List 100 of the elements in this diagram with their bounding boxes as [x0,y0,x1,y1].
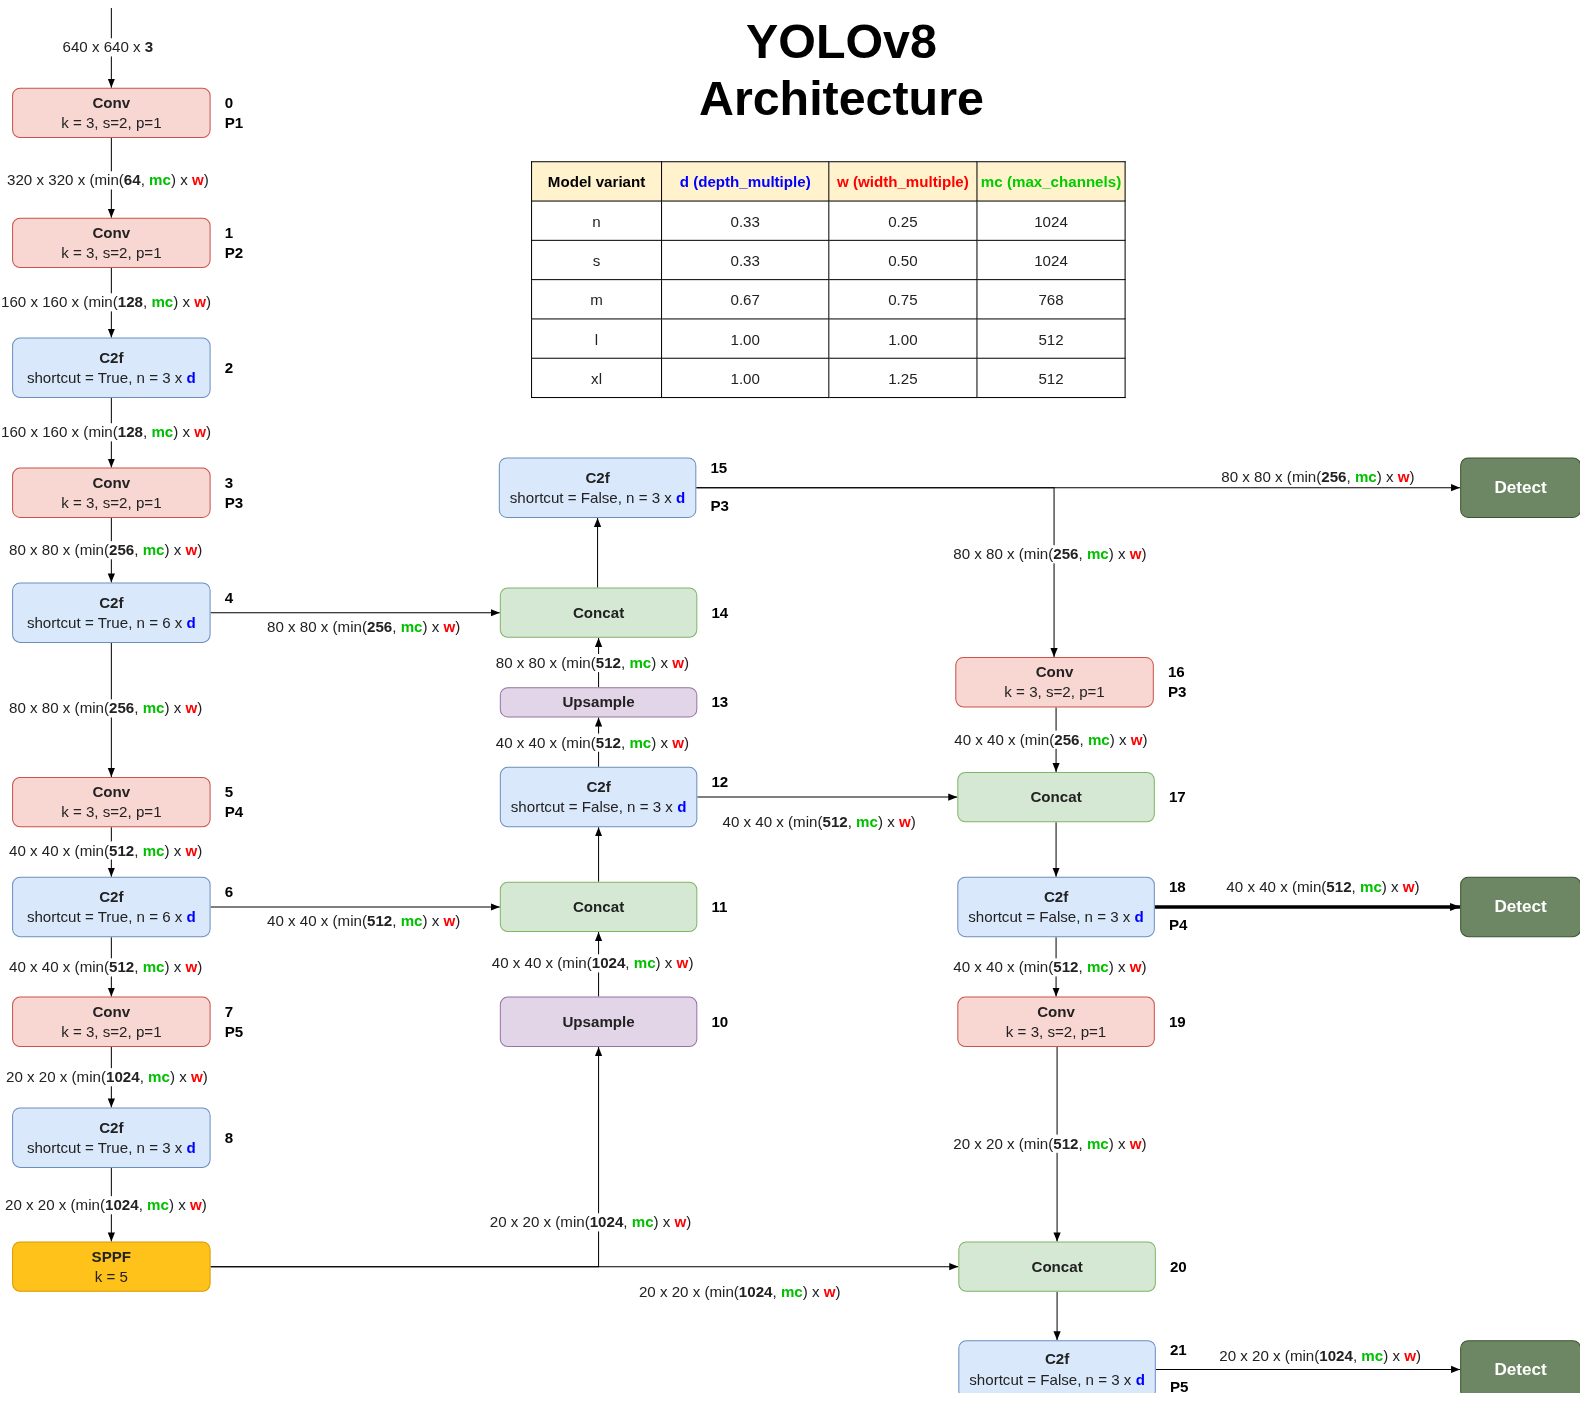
tensor-shape-label: 80 x 80 x (min(256, mc) x w) [953,545,1147,564]
conv-layer-box [12,87,211,139]
tensor-shape-label: 40 x 40 x (min(1024, mc) x w) [491,954,694,973]
tensor-shape-label: 20 x 20 x (min(1024, mc) x w) [6,1068,208,1087]
layer-params: shortcut = True, n = 3 x d [26,1137,196,1158]
conv-layer-box [12,776,211,828]
layer-name: Conv [92,1001,131,1022]
conv-layer-box [12,217,211,269]
layer-index-label: P1 [224,113,244,131]
table-header-cell: w (width_multiple) [828,161,977,202]
layer-params: k = 3, s=2, p=1 [61,802,162,823]
layer-name: C2f [586,776,611,798]
c2f-block-box [499,766,698,828]
arrow [210,1263,959,1271]
layer-name: Upsample [562,692,635,713]
layer-name: C2f [99,347,124,368]
layer-index-label: P3 [1167,683,1187,701]
layer-name: Conv [92,92,131,113]
layer-name: Concat [1031,1256,1083,1277]
layer-index-label: P3 [710,496,729,514]
layer-name: Detect [1494,1359,1547,1380]
layer-name: Conv [1037,1001,1075,1022]
layer-params: shortcut = True, n = 3 x d [26,367,196,388]
layer-params: shortcut = False, n = 3 x d [509,487,686,508]
layer-name: Concat [1030,787,1082,808]
concat-box [499,881,698,933]
layer-name: C2f [1044,1349,1070,1370]
conv-layer-box [957,996,1155,1047]
detect-head-box [1460,457,1580,518]
diagram-title: YOLOv8 Architecture [697,14,985,127]
layer-name: C2f [99,886,124,907]
concat-box [958,1241,1156,1292]
layer-index-label: P4 [224,803,244,821]
layer-index-label: 15 [710,458,728,476]
layer-params: k = 3, s=2, p=1 [1004,682,1105,703]
layer-name: SPPF [91,1246,132,1267]
arrow [210,609,501,617]
layer-index-label: 6 [224,882,234,900]
layer-name: Conv [1035,662,1074,683]
layer-params: shortcut = True, n = 6 x d [26,612,196,633]
table-header-cell: d (depth_multiple) [661,161,829,202]
tensor-shape-label: 160 x 160 x (min(128, mc) x w) [1,423,212,442]
layer-index-label: P5 [224,1022,244,1040]
layer-index-label: 0 [224,93,234,111]
layer-index-label: 7 [224,1002,234,1020]
layer-index-label: 2 [224,358,234,376]
layer-params: shortcut = False, n = 3 x d [968,906,1144,928]
layer-index-label: 12 [711,772,729,791]
arrow [594,826,603,883]
tensor-shape-label: 160 x 160 x (min(128, mc) x w) [1,293,212,312]
c2f-block-box [957,876,1155,938]
conv-layer-box [955,657,1154,708]
arrow [210,903,501,911]
layer-name: Conv [92,222,131,243]
concat-box [957,771,1155,823]
arrow [1155,1365,1461,1374]
tensor-shape-label: 40 x 40 x (min(256, mc) x w) [954,730,1148,749]
arrow [1053,1046,1061,1242]
tensor-shape-label: 40 x 40 x (min(512, mc) x w) [722,813,916,832]
layer-index-label: 16 [1167,663,1185,681]
detect-head-box [1460,876,1580,938]
tensor-shape-label: 80 x 80 x (min(256, mc) x w) [9,541,203,560]
tensor-shape-label: 20 x 20 x (min(512, mc) x w) [953,1134,1147,1153]
layer-name: C2f [1043,886,1069,907]
c2f-block-box [12,337,211,399]
layer-name: Concat [572,602,625,623]
arrow [593,517,602,588]
layer-index-label: 1 [224,223,234,241]
tensor-shape-label: 40 x 40 x (min(512, mc) x w) [953,958,1147,977]
layer-name: C2f [99,592,124,613]
layer-index-label: 17 [1168,788,1186,806]
layer-index-label: 5 [224,783,234,801]
layer-params: k = 3, s=2, p=1 [61,1021,162,1042]
layer-params: k = 3, s=2, p=1 [61,242,162,263]
layer-params: k = 3, s=2, p=1 [1005,1021,1107,1042]
upsample-box [499,996,698,1047]
sppf-block-box [12,1241,211,1292]
tensor-shape-label: 20 x 20 x (min(1024, mc) x w) [1219,1347,1421,1366]
layer-index-label: 3 [224,473,234,491]
layer-index-label: 11 [711,897,728,915]
layer-name: Detect [1494,896,1547,917]
layer-index-label: P5 [1169,1377,1189,1393]
layer-params: k = 3, s=2, p=1 [61,492,162,513]
layer-index-label: 13 [711,693,729,711]
tensor-shape-label: 320 x 320 x (min(64, mc) x w) [7,171,209,190]
tensor-shape-label: 640 x 640 x 3 [62,38,154,57]
layer-index-label: P3 [224,493,244,511]
conv-layer-box [12,467,211,518]
layer-index-label: 21 [1169,1341,1187,1359]
table-header-cell: mc (max_channels) [976,161,1126,202]
layer-name: C2f [585,467,610,488]
tensor-shape-label: 40 x 40 x (min(512, mc) x w) [9,841,203,860]
c2f-block-box [12,582,211,643]
arrow [695,487,1058,658]
layer-params: k = 3, s=2, p=1 [61,112,162,133]
tensor-shape-label: 20 x 20 x (min(1024, mc) x w) [5,1196,207,1215]
tensor-shape-label: 40 x 40 x (min(512, mc) x w) [495,733,690,752]
layer-params: shortcut = False, n = 3 x d [969,1369,1145,1390]
arrow [1052,821,1060,878]
tensor-shape-label: 20 x 20 x (min(1024, mc) x w) [489,1213,692,1232]
